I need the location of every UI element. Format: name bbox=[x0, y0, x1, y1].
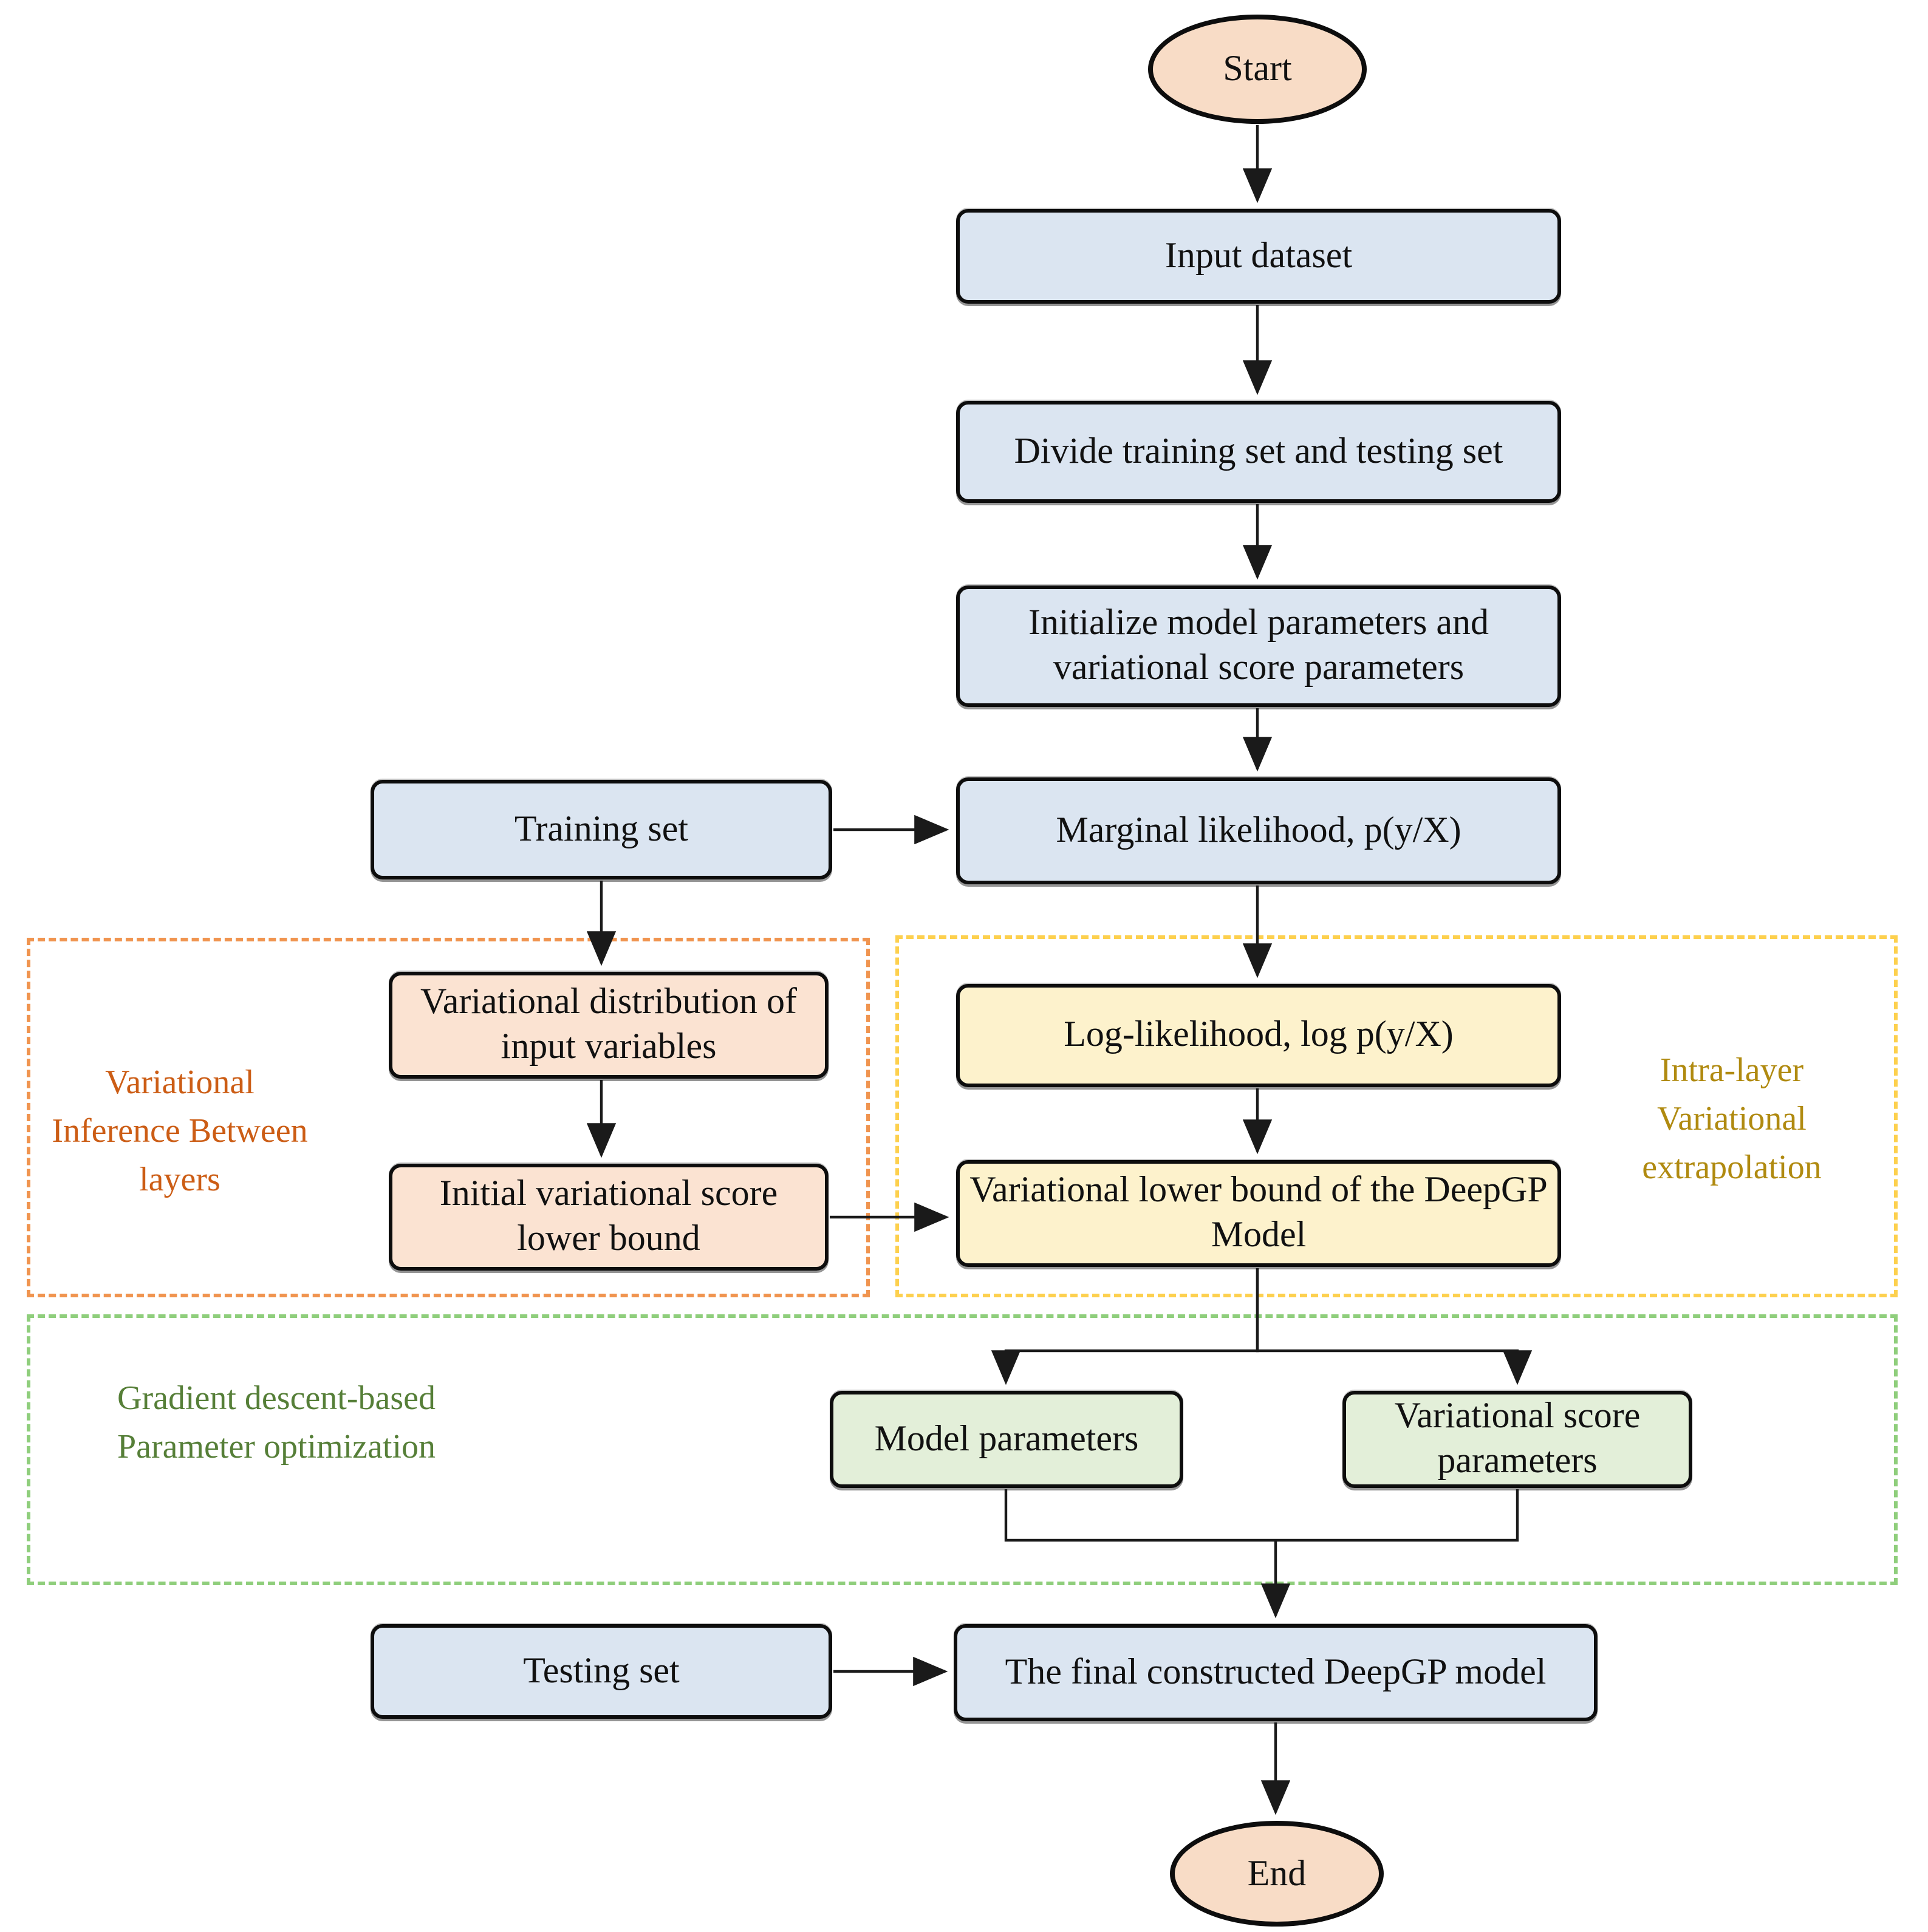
node-model-parameters-label: Model parameters bbox=[874, 1418, 1139, 1459]
node-initial-variational-score-label: Initial variational score lower bound bbox=[439, 1173, 778, 1258]
label-gradient-descent-parameter-optimization: Gradient descent-based Parameter optimiz… bbox=[117, 1380, 436, 1466]
node-variational-distribution-label: Variational distribution of input variab… bbox=[420, 981, 797, 1067]
node-divide-train-test-label: Divide training set and testing set bbox=[1014, 431, 1503, 471]
node-training-set-label: Training set bbox=[514, 808, 689, 849]
label-intra-layer-variational-extrapolation: Intra-layer Variational extrapolation bbox=[1642, 1052, 1822, 1186]
node-variational-score-parameters-label: Variational score parameters bbox=[1394, 1396, 1641, 1481]
label-variational-inference-between-layers: Variational Inference Between layers bbox=[52, 1064, 308, 1198]
node-testing-set: Testing set bbox=[371, 1624, 832, 1719]
node-final-deepgp-model: The final constructed DeepGP model bbox=[954, 1624, 1598, 1721]
node-variational-score-parameters: Variational score parameters bbox=[1342, 1391, 1692, 1488]
end-terminal: End bbox=[1170, 1821, 1384, 1927]
node-initial-variational-score: Initial variational score lower bound bbox=[389, 1164, 829, 1271]
region-gradient-descent-parameter-optimization bbox=[27, 1314, 1898, 1585]
node-initialize-parameters-label: Initialize model parameters and variatio… bbox=[1028, 602, 1489, 688]
node-model-parameters: Model parameters bbox=[830, 1391, 1183, 1488]
node-marginal-likelihood-label: Marginal likelihood, p(y/X) bbox=[1056, 810, 1461, 850]
node-log-likelihood: Log-likelihood, log p(y/X) bbox=[956, 984, 1561, 1087]
end-label: End bbox=[1247, 1853, 1307, 1893]
node-variational-lower-bound: Variational lower bound of the DeepGP Mo… bbox=[956, 1160, 1561, 1267]
node-input-dataset: Input dataset bbox=[956, 209, 1561, 304]
start-label: Start bbox=[1223, 49, 1292, 89]
region-variational-inference-between-layers bbox=[27, 938, 870, 1297]
start-terminal: Start bbox=[1148, 15, 1367, 124]
node-testing-set-label: Testing set bbox=[523, 1650, 680, 1691]
node-variational-distribution: Variational distribution of input variab… bbox=[389, 972, 829, 1079]
node-marginal-likelihood: Marginal likelihood, p(y/X) bbox=[956, 777, 1561, 884]
node-divide-train-test: Divide training set and testing set bbox=[956, 401, 1561, 503]
node-training-set: Training set bbox=[371, 780, 832, 879]
node-log-likelihood-label: Log-likelihood, log p(y/X) bbox=[1064, 1014, 1454, 1055]
node-initialize-parameters: Initialize model parameters and variatio… bbox=[956, 585, 1561, 707]
node-input-dataset-label: Input dataset bbox=[1164, 235, 1353, 276]
node-variational-lower-bound-label: Variational lower bound of the DeepGP Mo… bbox=[969, 1170, 1548, 1255]
node-final-deepgp-model-label: The final constructed DeepGP model bbox=[1005, 1651, 1547, 1692]
